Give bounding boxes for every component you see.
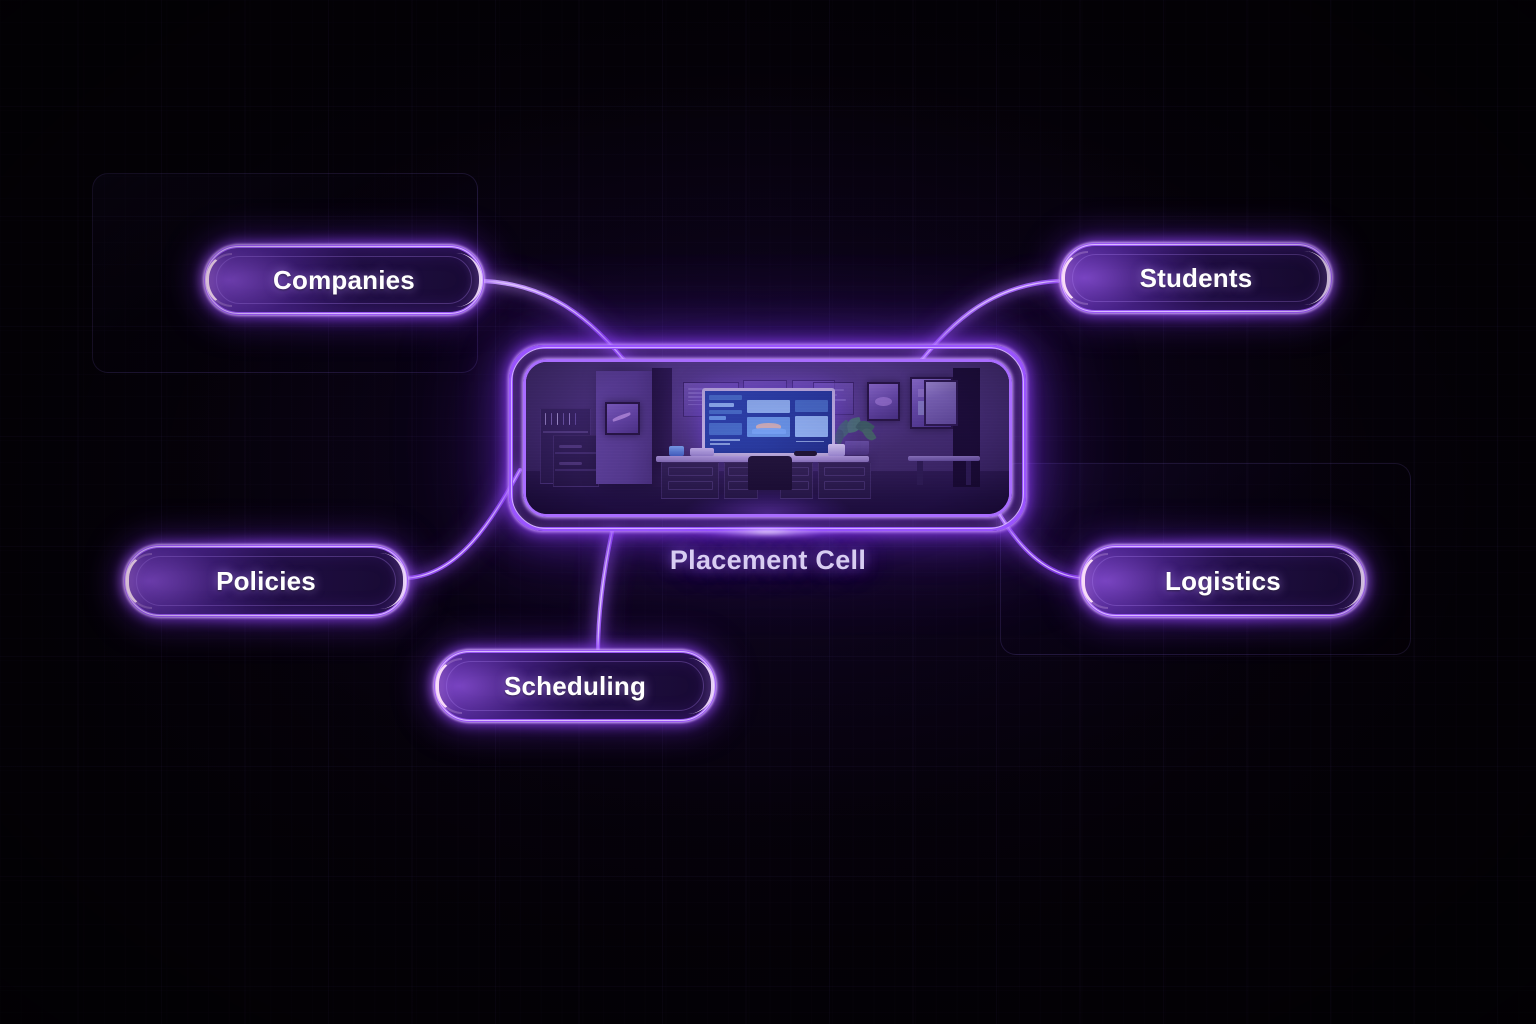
center-node[interactable] [439, 283, 1096, 613]
pill-right-highlight [1338, 553, 1364, 609]
pill-right-highlight [380, 553, 406, 609]
framed-artwork-right-1 [866, 381, 901, 422]
node-logistics-pill[interactable]: Logistics [1080, 545, 1366, 617]
dashboard-monitor [701, 387, 836, 457]
node-students-pill[interactable]: Students [1060, 243, 1332, 313]
node-scheduling[interactable]: Scheduling [404, 624, 746, 748]
wall-window [924, 380, 959, 426]
pill-left-highlight [436, 658, 462, 714]
office-chair [748, 456, 792, 490]
node-scheduling-label: Scheduling [503, 670, 647, 701]
desk-item-box [690, 447, 715, 457]
node-companies-label: Companies [273, 264, 415, 295]
filing-cabinet-left [553, 434, 599, 487]
node-students[interactable]: Students [1030, 217, 1362, 339]
potted-plant [844, 441, 869, 455]
desk-item-phone [794, 450, 818, 457]
node-policies-label: Policies [216, 565, 316, 596]
node-logistics[interactable]: Logistics [1050, 519, 1396, 643]
office-scene-image [526, 362, 1009, 514]
node-logistics-label: Logistics [1165, 565, 1281, 596]
node-companies[interactable]: Companies [174, 219, 514, 341]
framed-artwork-left [604, 401, 641, 435]
node-policies[interactable]: Policies [94, 519, 438, 643]
monitor-screen [704, 390, 833, 454]
desk-pedestal-left [661, 462, 720, 499]
pill-left-highlight [1062, 251, 1088, 305]
desk-item-monitor-small [668, 445, 685, 457]
node-companies-pill[interactable]: Companies [204, 245, 484, 315]
pill-left-highlight [1082, 553, 1108, 609]
node-scheduling-pill[interactable]: Scheduling [434, 650, 716, 722]
node-policies-pill[interactable]: Policies [124, 545, 408, 617]
pill-right-highlight [1304, 251, 1330, 305]
desk-pedestal-right [818, 462, 872, 499]
pill-right-highlight [456, 253, 482, 307]
desk-item-cup [827, 444, 846, 457]
center-frame-inner-ring [523, 359, 1012, 517]
pill-left-highlight [126, 553, 152, 609]
pill-left-highlight [206, 253, 232, 307]
node-students-label: Students [1139, 262, 1253, 293]
pill-right-highlight [688, 658, 714, 714]
